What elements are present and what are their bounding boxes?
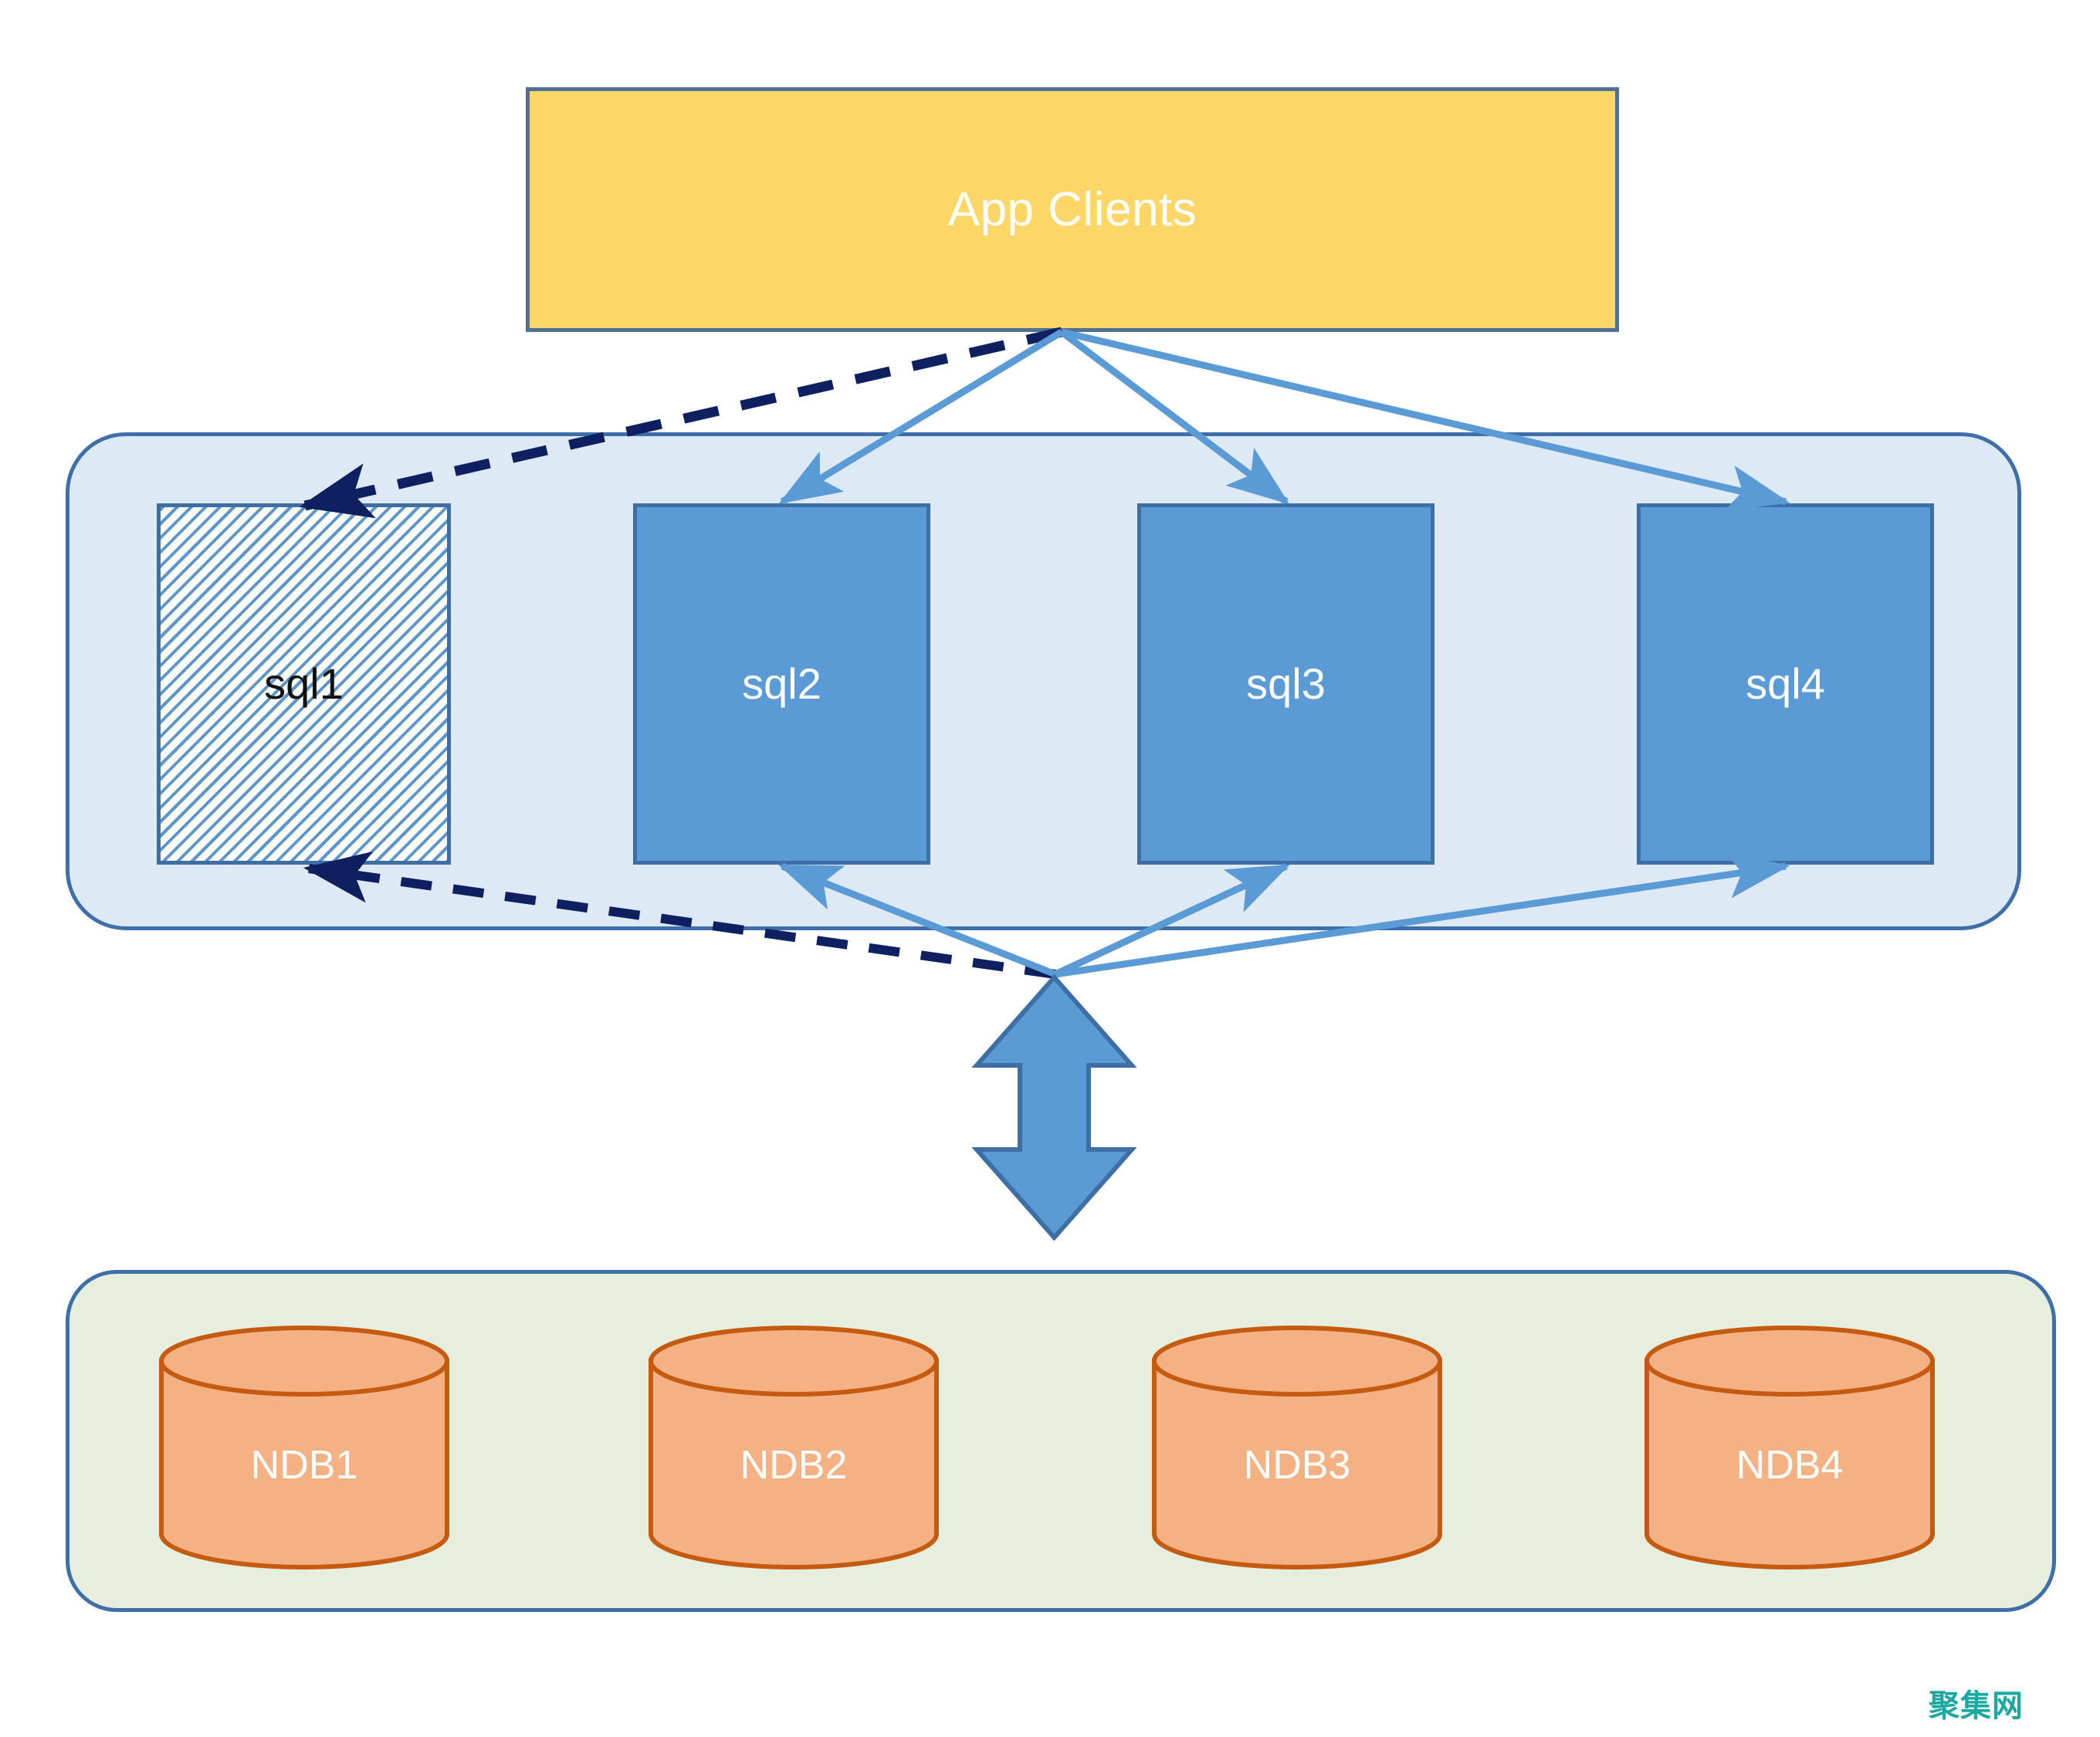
- sync-double-arrow-icon: [971, 974, 1137, 1241]
- app-clients-box[interactable]: App Clients: [526, 87, 1619, 332]
- cylinder-icon: [649, 1326, 939, 1569]
- cylinder-icon: [1644, 1326, 1935, 1569]
- ndb-node-label-ndb1: NDB1: [250, 1443, 358, 1488]
- ndb-node-label-ndb3: NDB3: [1243, 1443, 1351, 1488]
- ndb-node-ndb4[interactable]: NDB4: [1643, 1324, 1936, 1571]
- app-clients-label: App Clients: [947, 182, 1197, 236]
- ndb-node-ndb3[interactable]: NDB3: [1150, 1324, 1444, 1571]
- sql-node-label-sql2: sql2: [742, 659, 821, 708]
- sql-node-sql3[interactable]: sql3: [1137, 503, 1434, 865]
- ndb-node-ndb1[interactable]: NDB1: [158, 1324, 451, 1571]
- sql-node-sql2[interactable]: sql2: [633, 503, 930, 865]
- sql-node-label-sql3: sql3: [1246, 659, 1326, 708]
- sql-node-label-sql4: sql4: [1746, 659, 1825, 708]
- sql-node-label-sql1: sql1: [264, 659, 344, 708]
- sql-node-sql4[interactable]: sql4: [1637, 503, 1934, 865]
- ndb-node-label-ndb2: NDB2: [740, 1443, 848, 1488]
- sql-node-sql1[interactable]: sql1: [157, 503, 451, 865]
- cylinder-icon: [159, 1326, 449, 1569]
- cylinder-icon: [1152, 1326, 1442, 1569]
- ndb-node-label-ndb4: NDB4: [1736, 1443, 1844, 1488]
- watermark-label: 聚集网: [1929, 1688, 2024, 1724]
- ndb-node-ndb2[interactable]: NDB2: [647, 1324, 940, 1571]
